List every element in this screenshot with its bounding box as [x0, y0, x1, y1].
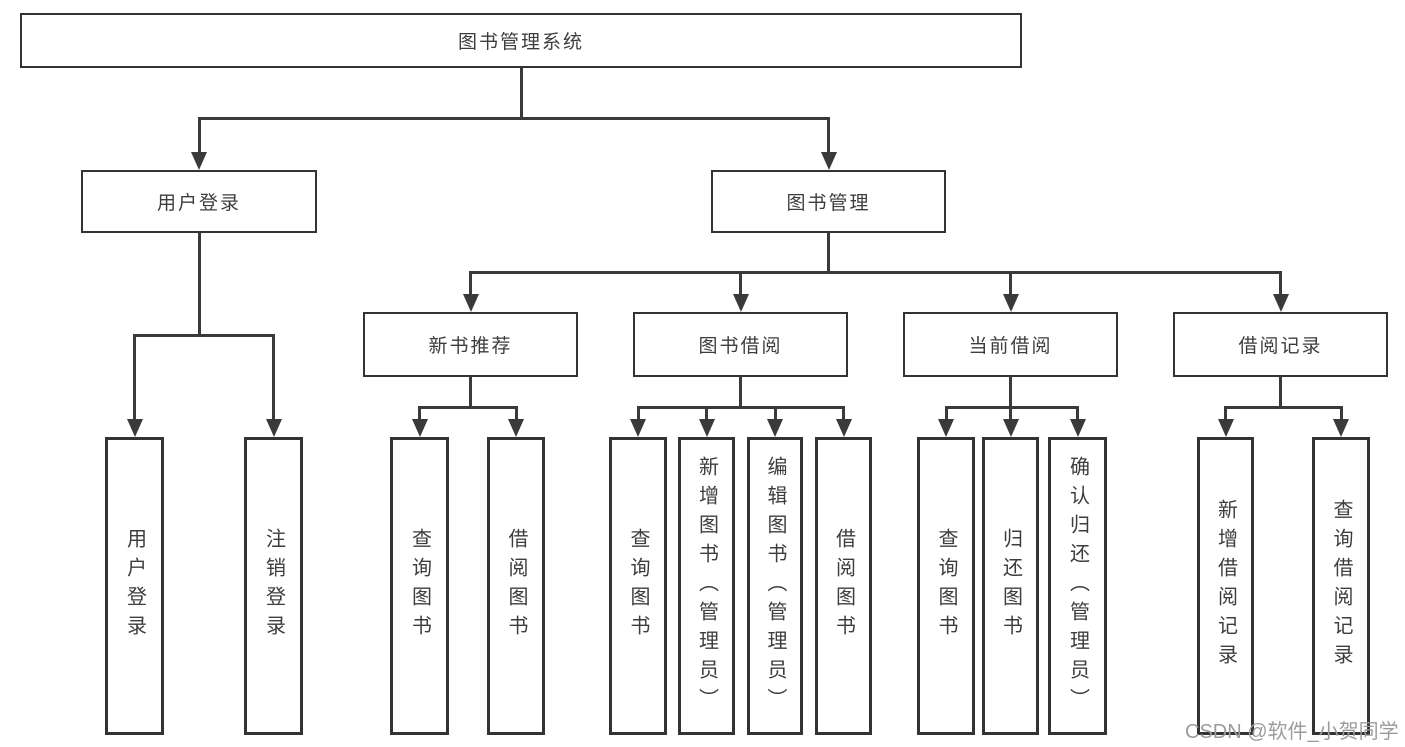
node-label: 借阅图书 [832, 528, 855, 644]
connector-line [842, 407, 845, 420]
node-label: 图书管理系统 [457, 32, 584, 53]
connector-line [519, 68, 523, 120]
arrowhead [767, 419, 783, 437]
arrowhead [938, 419, 954, 437]
arrowhead [1217, 419, 1234, 437]
node-label: 借阅记录 [1238, 336, 1323, 357]
node-rec-borrow-book: 借阅图书 [487, 437, 545, 735]
connector-line [469, 270, 1282, 274]
node-br-add-record: 新增借阅记录 [1197, 437, 1254, 735]
node-label: 归还图书 [999, 528, 1022, 644]
connector-line [133, 333, 275, 337]
node-label: 注销登录 [262, 528, 285, 644]
connector-line [197, 116, 830, 120]
arrowhead [1069, 419, 1086, 437]
node-root: 图书管理系统 [20, 13, 1022, 68]
node-bb-edit-book: 编辑图书（管理员） [747, 437, 803, 735]
arrowhead [411, 419, 428, 437]
connector-line [705, 407, 708, 420]
node-new-book-rec: 新书推荐 [363, 312, 578, 377]
connector-line [773, 407, 777, 420]
node-user-login: 用户登录 [81, 170, 317, 233]
node-label: 用户登录 [123, 528, 146, 644]
node-bb-query-book: 查询图书 [609, 437, 667, 735]
node-label: 借阅图书 [505, 528, 527, 644]
node-bb-add-book: 新增图书（管理员） [678, 437, 735, 735]
connector-line [1224, 407, 1227, 420]
node-cb-return-book: 归还图书 [982, 437, 1039, 735]
connector-line [1009, 377, 1012, 409]
node-label: 用户登录 [156, 193, 241, 214]
connector-line [418, 407, 421, 420]
node-label: 当前借阅 [968, 336, 1053, 357]
node-label: 新书推荐 [428, 336, 513, 357]
connector-line [739, 377, 742, 409]
node-label: 查询图书 [935, 528, 957, 644]
node-login: 用户登录 [105, 437, 164, 735]
node-br-query-record: 查询借阅记录 [1312, 437, 1370, 735]
connector-line [1279, 377, 1282, 409]
node-borrow-records: 借阅记录 [1173, 312, 1388, 377]
node-rec-query-book: 查询图书 [390, 437, 449, 735]
arrowhead [835, 419, 852, 437]
connector-line [197, 233, 201, 337]
connector-line [469, 377, 472, 409]
node-cb-confirm-return: 确认归还（管理员） [1048, 437, 1107, 735]
connector-line [1009, 272, 1012, 295]
watermark: CSDN @软件_小贺同学 [1185, 721, 1399, 743]
arrowhead [191, 152, 207, 170]
node-cb-query-book: 查询图书 [917, 437, 975, 735]
connector-line [1224, 405, 1343, 409]
node-label: 查询图书 [627, 528, 649, 644]
node-current-borrow: 当前借阅 [903, 312, 1118, 377]
node-label: 新增图书（管理员） [695, 455, 718, 717]
connector-line [827, 118, 830, 153]
connector-line [739, 272, 742, 295]
node-logout: 注销登录 [244, 437, 303, 735]
arrowhead [1002, 294, 1019, 312]
connector-line [272, 335, 275, 420]
node-book-borrow: 图书借阅 [633, 312, 848, 377]
node-label: 编辑图书（管理员） [764, 455, 786, 717]
connector-line [514, 407, 518, 420]
arrowhead [630, 419, 646, 437]
arrowhead [820, 152, 837, 170]
connector-line [133, 335, 136, 420]
node-label: 图书管理 [786, 193, 871, 214]
connector-line [636, 405, 845, 409]
connector-line [1076, 407, 1079, 420]
connector-line [636, 407, 640, 420]
connector-line [827, 233, 830, 274]
node-bb-borrow-book: 借阅图书 [815, 437, 872, 735]
arrowhead [1272, 294, 1289, 312]
arrowhead [1002, 419, 1019, 437]
node-label: 新增借阅记录 [1214, 499, 1237, 673]
arrowhead [462, 294, 479, 312]
node-label: 确认归还（管理员） [1066, 455, 1089, 717]
connector-line [944, 407, 948, 420]
arrowhead [126, 419, 143, 437]
node-label: 查询图书 [408, 528, 431, 644]
connector-line [418, 405, 518, 409]
connector-line [469, 272, 472, 295]
arrowhead [508, 419, 524, 437]
arrowhead [1333, 419, 1349, 437]
connector-line [1339, 407, 1343, 420]
connector-line [1009, 407, 1012, 420]
arrowhead [698, 419, 715, 437]
node-book-mgmt: 图书管理 [711, 170, 946, 233]
node-label: 查询借阅记录 [1330, 499, 1352, 673]
connector-line [1279, 272, 1282, 295]
arrowhead [265, 419, 282, 437]
connector-line [197, 118, 201, 153]
node-label: 图书借阅 [698, 336, 783, 357]
arrowhead [732, 294, 749, 312]
